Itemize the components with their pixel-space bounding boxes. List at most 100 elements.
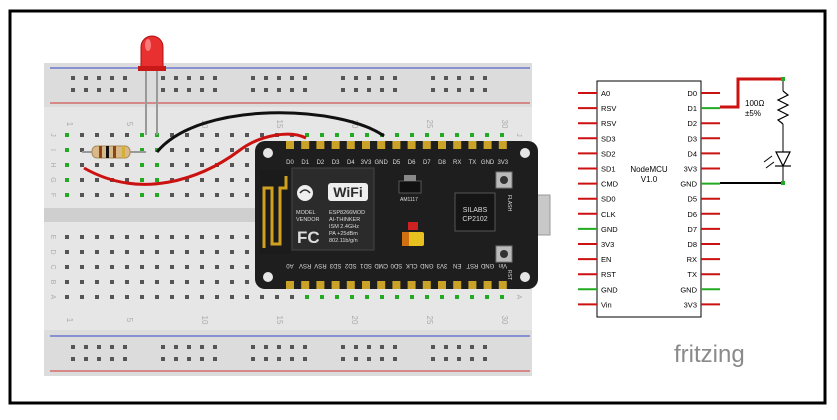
breadboard-hole xyxy=(485,295,489,299)
rail-hole xyxy=(71,76,75,80)
breadboard-hole xyxy=(125,163,129,167)
breadboard-hole xyxy=(95,250,99,254)
breadboard-hole xyxy=(140,133,144,137)
rail-hole xyxy=(444,357,448,361)
breadboard-hole xyxy=(395,295,399,299)
wifi-logo: WiFi xyxy=(333,184,362,200)
breadboard-hole xyxy=(140,280,144,284)
breadboard-hole xyxy=(125,133,129,137)
row-letter: J xyxy=(515,133,522,137)
header-pin xyxy=(301,281,310,289)
schematic: NodeMCU V1.0 A0RSVRSVSD3SD2SD1CMDSD0CLKG… xyxy=(578,77,791,318)
board-pin-label: GND xyxy=(480,262,494,268)
board-pin-label: CLK xyxy=(406,262,418,268)
rail-hole xyxy=(354,88,358,92)
breadboard-hole xyxy=(140,295,144,299)
rail-hole xyxy=(200,345,204,349)
rail-hole xyxy=(290,76,294,80)
breadboard-hole xyxy=(110,235,114,239)
breadboard-hole xyxy=(410,295,414,299)
breadboard-hole xyxy=(185,178,189,182)
rail-hole xyxy=(97,76,101,80)
breadboard-hole xyxy=(95,265,99,269)
schematic-right-pin-label: D7 xyxy=(687,225,697,234)
breadboard-hole xyxy=(110,250,114,254)
board-pin-label: Vin xyxy=(499,262,508,268)
column-number: 5 xyxy=(125,318,134,323)
rail-hole xyxy=(431,357,435,361)
breadboard-hole xyxy=(470,133,474,137)
schematic-right-pin-label: 3V3 xyxy=(684,165,697,174)
breadboard-hole xyxy=(170,265,174,269)
rail-hole xyxy=(264,88,268,92)
rail-hole xyxy=(457,88,461,92)
breadboard-hole xyxy=(350,133,354,137)
column-number: 15 xyxy=(275,316,284,325)
regulator-label: AM1117 xyxy=(400,197,418,203)
breadboard-hole xyxy=(185,163,189,167)
board-pin-label: D7 xyxy=(423,160,431,166)
rail-hole xyxy=(200,76,204,80)
espressif-logo xyxy=(297,185,313,201)
rail-hole xyxy=(251,76,255,80)
header-pin xyxy=(438,141,446,149)
header-pin xyxy=(407,141,416,149)
schematic-version: V1.0 xyxy=(641,175,658,184)
column-number: 20 xyxy=(350,316,359,325)
breadboard-hole xyxy=(215,133,219,137)
breadboard-hole xyxy=(455,295,459,299)
breadboard-hole xyxy=(290,295,294,299)
breadboard-hole xyxy=(155,295,159,299)
rail-hole xyxy=(200,357,204,361)
board-pin-label: 3V3 xyxy=(436,262,447,268)
breadboard-hole xyxy=(200,280,204,284)
breadboard-hole xyxy=(245,193,249,197)
rail-hole xyxy=(71,357,75,361)
board-pin-label: D3 xyxy=(332,160,340,166)
breadboard-hole xyxy=(110,163,114,167)
resistor-tolerance: ±5% xyxy=(745,109,761,118)
board-pin-label: A0 xyxy=(286,262,294,268)
module-text-4: PA +25dBm xyxy=(329,231,358,237)
breadboard-hole xyxy=(65,250,69,254)
board-pin-label: SD3 xyxy=(329,262,341,268)
rail-hole xyxy=(470,357,474,361)
board-pin-label: 3V3 xyxy=(361,160,372,166)
schematic-right-pin-label: GND xyxy=(680,285,697,294)
rail-hole xyxy=(161,345,165,349)
rail-hole xyxy=(380,345,384,349)
rail-hole xyxy=(354,357,358,361)
rail-hole xyxy=(97,88,101,92)
schematic-chip-box xyxy=(596,80,702,318)
breadboard-hole xyxy=(110,265,114,269)
header-pin xyxy=(346,141,355,149)
breadboard-hole xyxy=(335,133,339,137)
breadboard-hole xyxy=(470,295,474,299)
top-power-rail xyxy=(44,63,532,107)
row-letter: E xyxy=(49,235,56,240)
rail-hole xyxy=(264,345,268,349)
row-letter: F xyxy=(49,193,56,197)
breadboard-hole xyxy=(80,280,84,284)
rail-hole xyxy=(187,357,191,361)
column-number: 1 xyxy=(65,318,74,323)
breadboard-hole xyxy=(80,235,84,239)
rail-hole xyxy=(97,345,101,349)
row-letter: A xyxy=(49,295,56,300)
breadboard-hole xyxy=(185,280,189,284)
header-pin xyxy=(468,281,477,289)
rail-hole xyxy=(264,357,268,361)
column-number: 20 xyxy=(350,120,359,129)
rail-hole xyxy=(457,76,461,80)
board-pin-label: D6 xyxy=(408,160,416,166)
rail-hole xyxy=(393,357,397,361)
breadboard-hole xyxy=(140,163,144,167)
rail-hole xyxy=(431,88,435,92)
rail-hole xyxy=(251,357,255,361)
breadboard-hole xyxy=(170,235,174,239)
rail-hole xyxy=(303,357,307,361)
breadboard-hole xyxy=(245,148,249,152)
breadboard-hole xyxy=(200,148,204,152)
